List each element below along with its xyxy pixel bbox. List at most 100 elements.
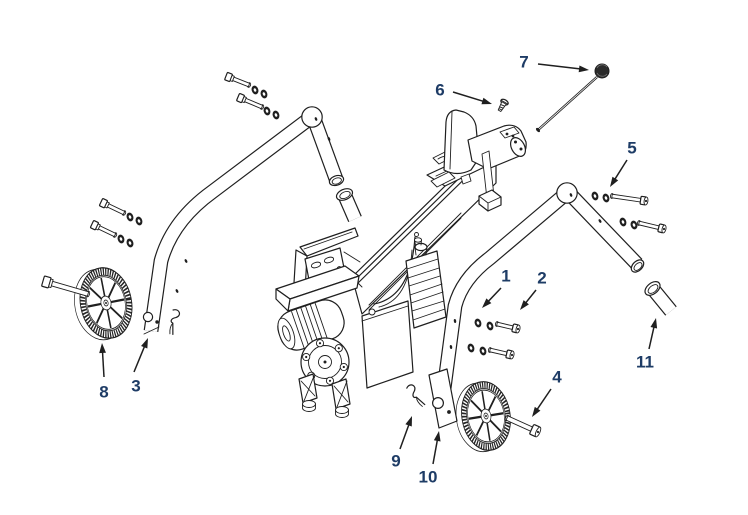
- callouts: 1 2 3 4 5 6 7 8 9 10 11: [99, 53, 658, 487]
- right-handle-leg-assembly: [428, 182, 645, 429]
- hex-bolt: [636, 220, 667, 234]
- control-rod: [535, 63, 610, 133]
- callout-10: 10: [419, 431, 441, 487]
- washer: [467, 343, 475, 353]
- ram-pusher: [293, 227, 361, 292]
- handle-elbow-joint: [301, 106, 323, 128]
- washer: [591, 191, 599, 201]
- callout-number-10: 10: [419, 468, 438, 487]
- callout-arrowhead: [520, 300, 529, 310]
- callout-arrowhead: [141, 338, 148, 349]
- switch-box: [361, 300, 414, 389]
- callout-number-5: 5: [627, 139, 636, 158]
- washer: [135, 216, 143, 226]
- callout-arrowhead: [482, 298, 492, 308]
- callout-11: 11: [636, 318, 658, 372]
- callout-9: 9: [391, 416, 412, 471]
- callout-7: 7: [519, 53, 589, 73]
- callout-arrow: [613, 159, 628, 182]
- callout-arrowhead: [481, 97, 492, 105]
- splitting-wedge: [443, 109, 480, 175]
- washer: [479, 346, 487, 356]
- washer: [126, 238, 134, 248]
- handle-elbow-joint: [556, 182, 578, 204]
- washer: [263, 106, 271, 116]
- callout-2: 2: [520, 269, 547, 310]
- callout-number-6: 6: [435, 81, 444, 100]
- callout-arrow: [432, 437, 439, 465]
- callout-arrowhead: [650, 318, 658, 329]
- callout-number-3: 3: [131, 377, 140, 396]
- callout-number-7: 7: [519, 53, 528, 72]
- callout-number-4: 4: [552, 368, 562, 387]
- hex-bolt: [494, 321, 521, 334]
- callout-arrow: [648, 324, 656, 350]
- pump-flange: [300, 337, 350, 387]
- hex-bolt: [99, 198, 127, 216]
- callout-1: 1: [482, 267, 511, 308]
- washer: [272, 110, 280, 120]
- right-grip-tube: [644, 281, 677, 316]
- callout-3: 3: [131, 338, 148, 396]
- hex-bolt: [224, 71, 252, 88]
- callout-arrow: [523, 289, 537, 306]
- washer: [619, 217, 627, 227]
- callout-arrowhead: [99, 343, 106, 354]
- callout-number-2: 2: [537, 269, 546, 288]
- hex-bolt: [487, 347, 515, 360]
- callout-arrow: [399, 422, 411, 450]
- callout-arrow: [101, 349, 105, 378]
- washer: [260, 89, 268, 99]
- motor: [277, 299, 345, 351]
- callout-5: 5: [610, 139, 637, 187]
- washer: [486, 321, 494, 331]
- left-wheel: [74, 267, 133, 341]
- rod-knob: [594, 63, 610, 79]
- axle-bolt: [41, 275, 91, 298]
- washer: [630, 220, 638, 230]
- callout-arrow: [452, 91, 486, 103]
- washer: [126, 212, 134, 222]
- callout-number-9: 9: [391, 452, 400, 471]
- hex-bolt: [610, 193, 649, 206]
- callout-number-1: 1: [501, 267, 510, 286]
- log-splitter-body: [275, 109, 527, 418]
- washer: [251, 85, 259, 95]
- heat-sink: [405, 232, 447, 329]
- hex-bolt: [236, 93, 265, 110]
- log-side-plate: [430, 171, 456, 188]
- left-handle-leg-assembly: [142, 106, 345, 335]
- callout-arrowhead: [433, 431, 441, 442]
- right-wheel: [455, 381, 511, 453]
- axle-bolt: [504, 414, 542, 438]
- callout-arrowhead: [405, 416, 412, 427]
- hex-bolt: [90, 220, 118, 238]
- callout-number-11: 11: [636, 353, 654, 372]
- callout-arrowhead: [578, 65, 589, 73]
- rod-mount-bracket: [499, 126, 520, 139]
- callout-arrow: [133, 344, 147, 373]
- axle-hole-right: [432, 397, 445, 410]
- washer: [474, 318, 482, 328]
- beam-tab: [460, 173, 472, 185]
- fasteners: [41, 63, 667, 438]
- belt-guard: [275, 265, 360, 312]
- callout-8: 8: [99, 343, 109, 402]
- left-grip-tube: [335, 188, 362, 222]
- wedge-screw: [497, 98, 509, 112]
- callout-arrow: [486, 287, 502, 304]
- beam-support-foot: [478, 150, 502, 212]
- callout-arrowhead: [610, 176, 619, 187]
- cotter-pin: [406, 384, 426, 407]
- cotter-pin: [169, 309, 181, 335]
- callout-arrowhead: [532, 406, 541, 417]
- mount-feet: [298, 373, 351, 418]
- callout-arrow: [537, 63, 583, 70]
- washer: [117, 234, 125, 244]
- axle-hole-left: [142, 311, 154, 323]
- callout-arrow: [535, 388, 552, 412]
- hydraulic-cylinder-arc: [373, 236, 416, 305]
- callout-number-8: 8: [99, 383, 108, 402]
- callout-4: 4: [532, 368, 562, 417]
